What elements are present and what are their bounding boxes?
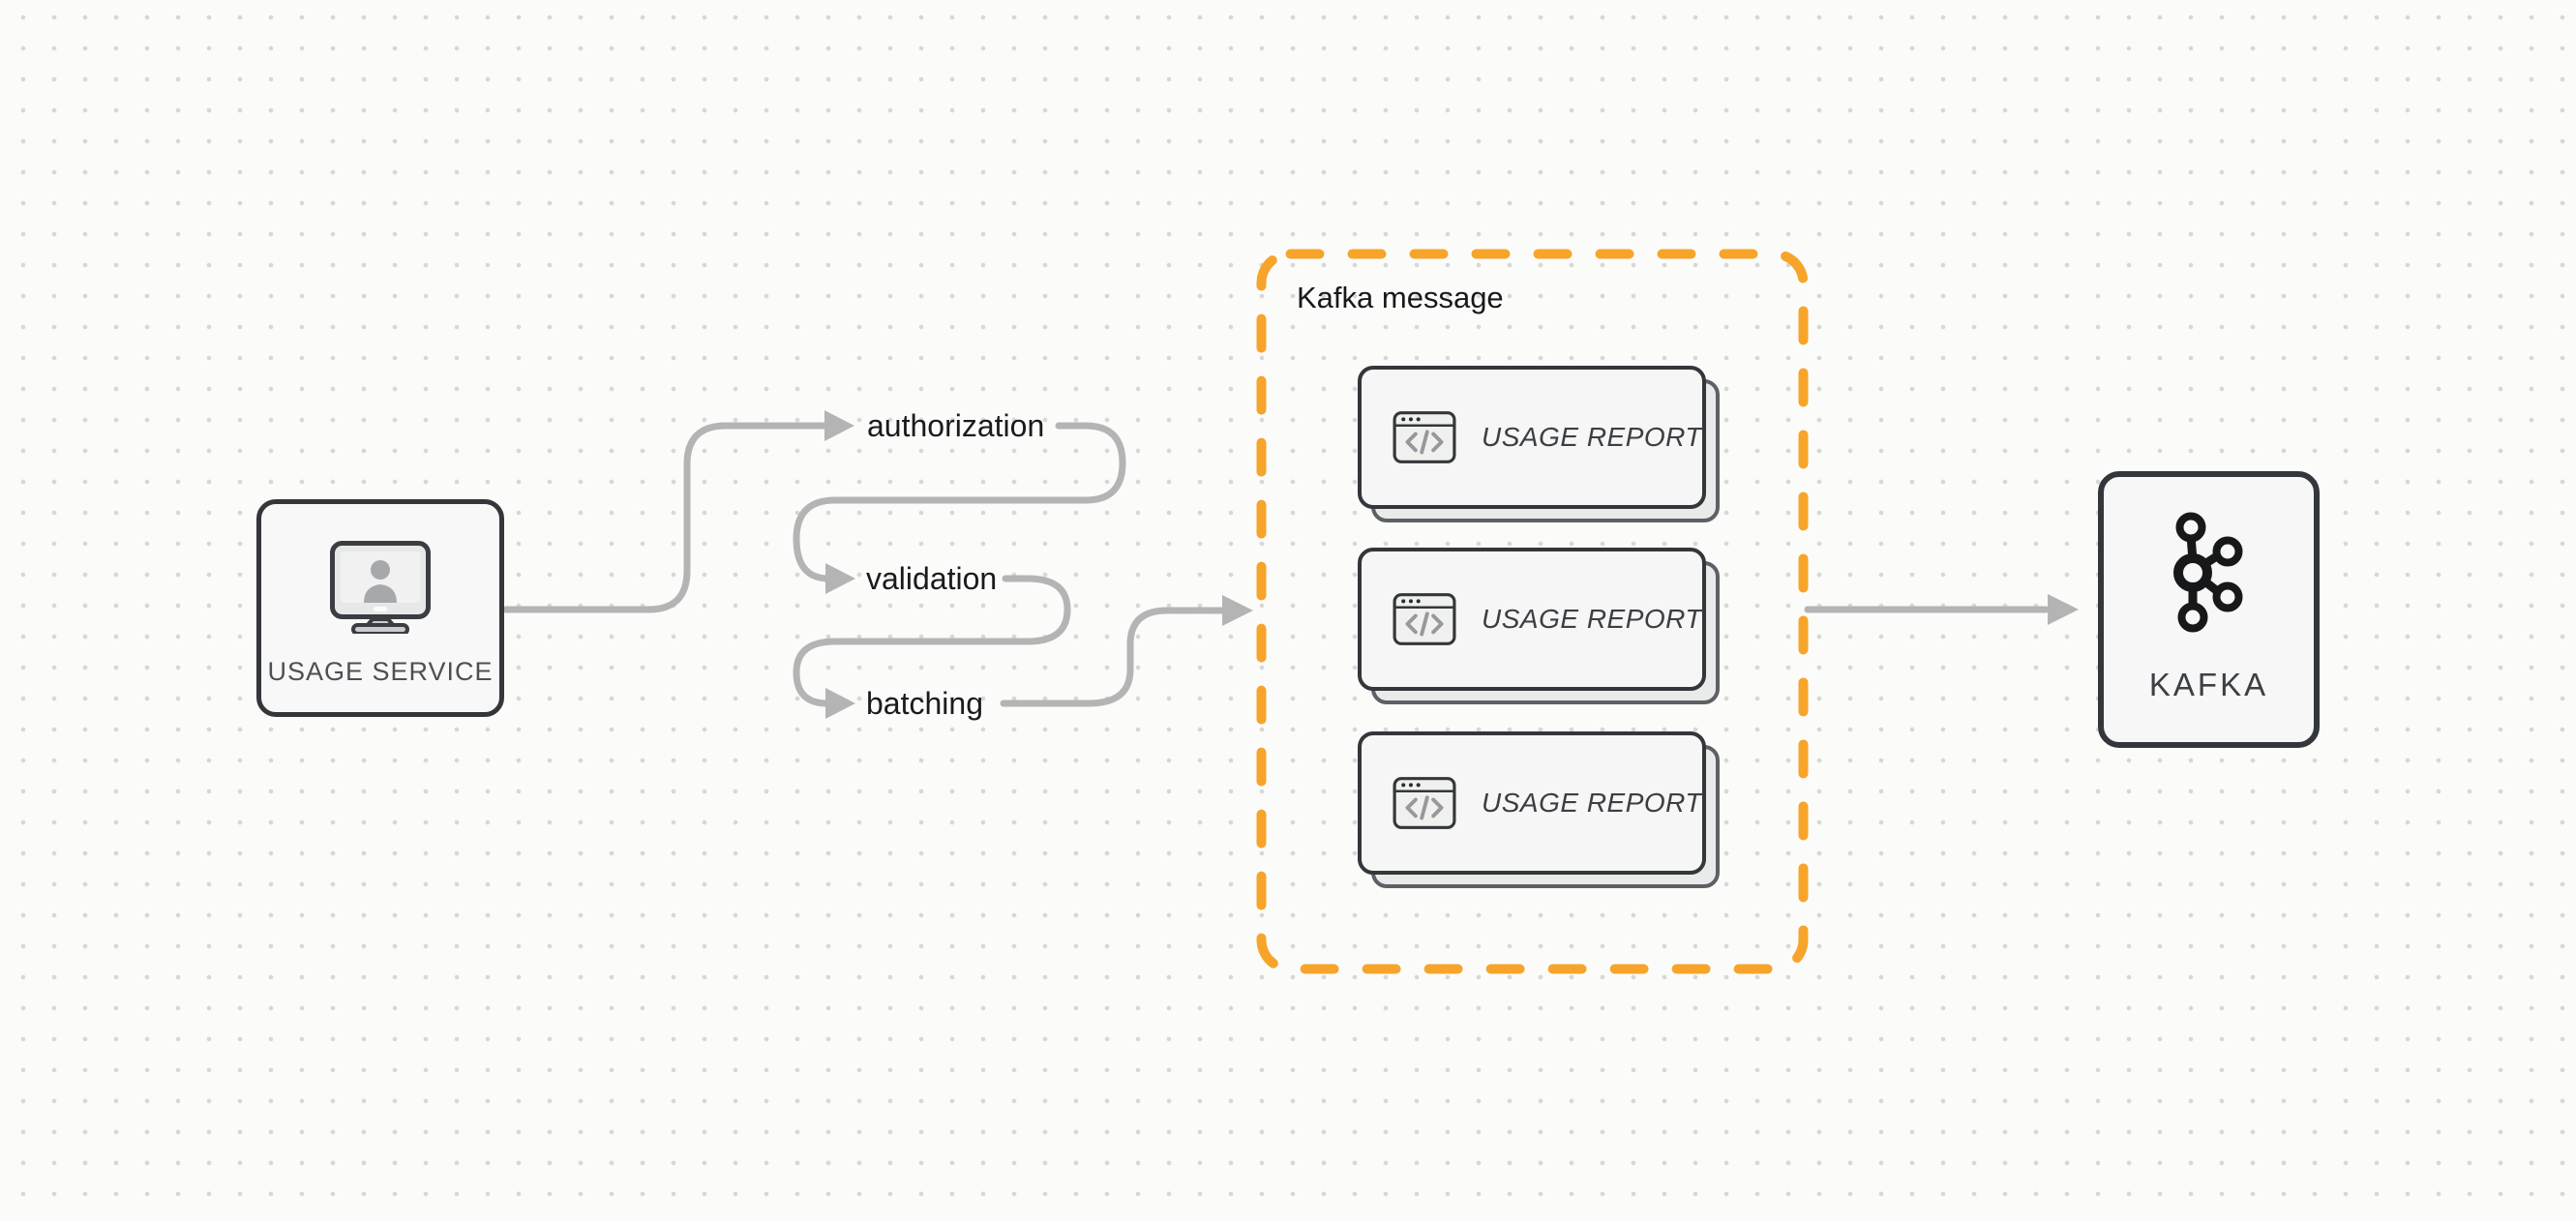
kafka-message-group[interactable]: Kafka message USAGE REPORT <box>1256 249 1809 974</box>
kafka-node[interactable]: KAFKA <box>2098 471 2320 748</box>
connector-batching-to-kafka-message <box>1000 595 1253 707</box>
usage-service-node[interactable]: USAGE SERVICE <box>256 499 504 717</box>
connector-usage-to-authorization <box>502 410 854 613</box>
code-window-icon <box>1393 777 1456 829</box>
usage-report-label: USAGE REPORT <box>1482 422 1702 452</box>
connector-validation-to-batching <box>793 575 1071 719</box>
kafka-logo-icon <box>2172 512 2242 633</box>
usage-report-card[interactable]: USAGE REPORT <box>1358 548 1720 704</box>
code-window-icon <box>1393 411 1456 463</box>
connector-kafka-message-to-kafka <box>1804 594 2079 625</box>
usage-service-label: USAGE SERVICE <box>267 657 494 686</box>
usage-report-label: USAGE REPORT <box>1482 788 1702 818</box>
code-window-icon <box>1393 593 1456 645</box>
kafka-label: KAFKA <box>2148 667 2269 702</box>
step-label-validation: validation <box>866 561 998 596</box>
usage-report-card[interactable]: USAGE REPORT <box>1358 366 1720 522</box>
usage-report-card[interactable]: USAGE REPORT <box>1358 731 1720 888</box>
step-label-batching: batching <box>866 686 983 721</box>
kafka-message-title: Kafka message <box>1297 281 1504 314</box>
connector-authorization-to-validation <box>793 422 1126 594</box>
step-label-authorization: authorization <box>867 408 1045 443</box>
usage-report-label: USAGE REPORT <box>1482 604 1702 634</box>
monitor-user-icon <box>330 541 431 634</box>
